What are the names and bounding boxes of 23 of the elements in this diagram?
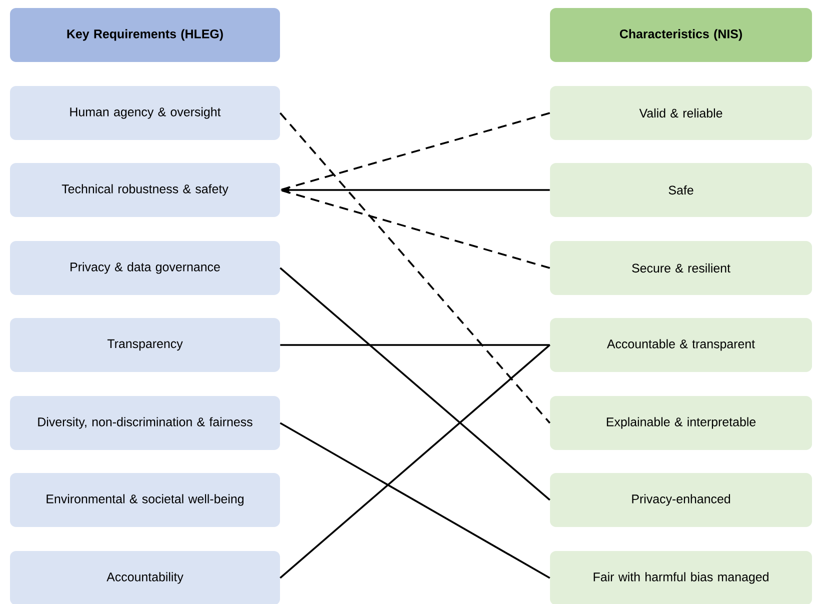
- connector-line: [280, 267, 550, 501]
- header-box: Key Requirements (HLEG): [10, 8, 280, 62]
- connector-line: [280, 112, 550, 191]
- connector-line: [280, 344, 550, 346]
- requirement-box: Explainable & interpretable: [550, 396, 812, 450]
- requirement-box: Fair with harmful bias managed: [550, 551, 812, 604]
- requirement-box: Human agency & oversight: [10, 86, 280, 140]
- connector-line: [280, 422, 550, 579]
- connector-line: [280, 189, 550, 269]
- header-box: Characteristics (NIS): [550, 8, 812, 62]
- requirement-box: Transparency: [10, 318, 280, 372]
- connector-line: [280, 344, 550, 579]
- requirement-box: Secure & resilient: [550, 241, 812, 295]
- requirement-box: Privacy-enhanced: [550, 473, 812, 527]
- connector-line: [280, 112, 550, 424]
- requirement-box: Technical robustness & safety: [10, 163, 280, 217]
- requirement-box: Accountable & transparent: [550, 318, 812, 372]
- requirement-box: Valid & reliable: [550, 86, 812, 140]
- requirement-box: Privacy & data governance: [10, 241, 280, 295]
- requirement-box: Accountability: [10, 551, 280, 604]
- requirement-box: Diversity, non-discrimination & fairness: [10, 396, 280, 450]
- requirement-box: Safe: [550, 163, 812, 217]
- requirement-box: Environmental & societal well-being: [10, 473, 280, 527]
